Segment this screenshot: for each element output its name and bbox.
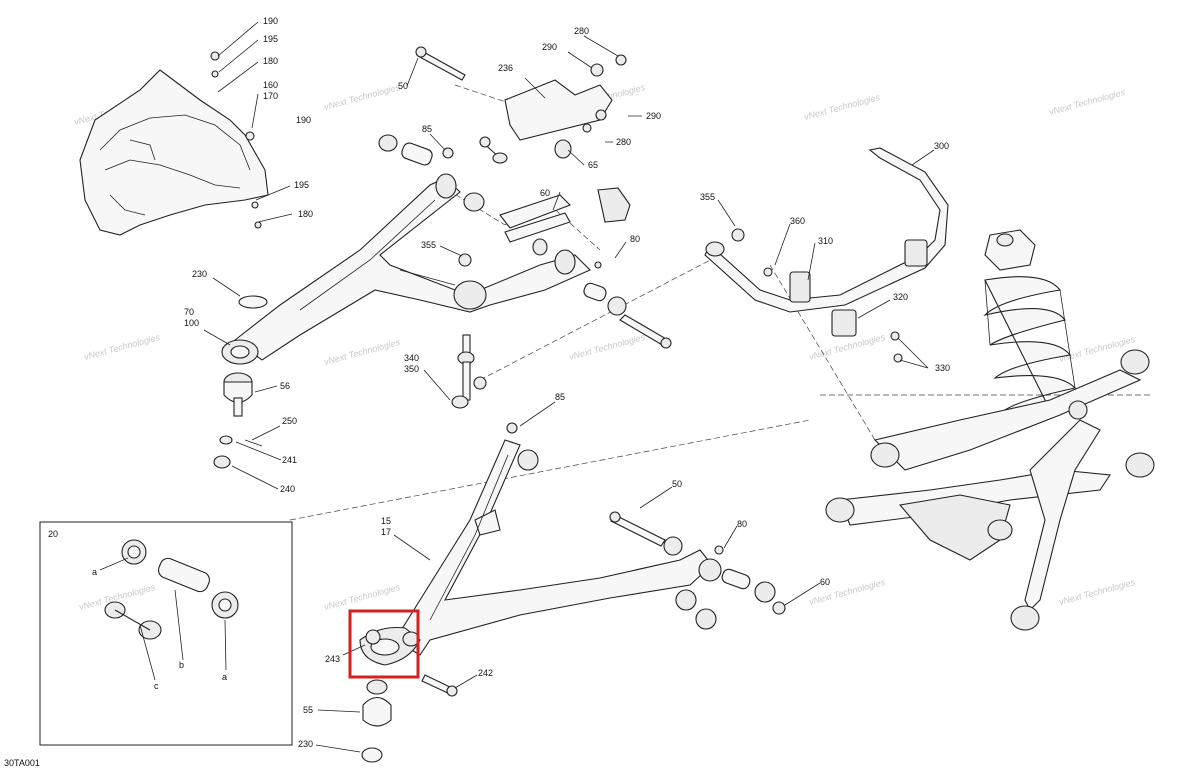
label-60: 60: [820, 577, 830, 587]
stabilizer-bar: [704, 147, 949, 363]
label-15: 15: [381, 516, 391, 526]
watermark: vNext Technologies: [323, 582, 402, 612]
part-numbers: 190 195 180 160 170 190 195 180 50 236 2…: [4, 16, 950, 768]
upper-hardware: [378, 46, 672, 349]
label-300: 300: [934, 141, 949, 151]
lower-hardware: [361, 422, 786, 763]
label-355: 355: [700, 192, 715, 202]
label-85: 85: [555, 392, 565, 402]
leader-lines: [99, 21, 935, 753]
watermark: vNext Technologies: [1048, 87, 1127, 117]
label-195: 195: [263, 34, 278, 44]
label-241: 241: [282, 455, 297, 465]
highlight-box: [348, 609, 420, 679]
skid-plate: [79, 51, 269, 236]
inset-label-c: c: [154, 681, 159, 691]
label-230: 230: [192, 269, 207, 279]
watermark: vNext Technologies: [803, 92, 882, 122]
label-85: 85: [422, 124, 432, 134]
upper-ball-joint: [213, 295, 268, 469]
watermark: vNext Technologies: [83, 332, 162, 362]
watermark: vNext Technologies: [323, 337, 402, 367]
suspension-assembly: [825, 349, 1155, 631]
inset-label-a: a: [92, 567, 97, 577]
diagram-code: 30TA001: [4, 758, 40, 768]
bushing-inset: [39, 521, 293, 746]
lower-a-arm: [359, 439, 722, 666]
label-280: 280: [616, 137, 631, 147]
label-17: 17: [381, 527, 391, 537]
label-50: 50: [398, 81, 408, 91]
label-170: 170: [263, 91, 278, 101]
label-190: 190: [296, 115, 311, 125]
inset-label-b: b: [179, 660, 184, 670]
label-320: 320: [893, 292, 908, 302]
label-250: 250: [282, 416, 297, 426]
inset-label-a: a: [222, 672, 227, 682]
watermark: vNext Technologies: [568, 332, 647, 362]
label-180: 180: [298, 209, 313, 219]
label-50: 50: [672, 479, 682, 489]
label-160: 160: [263, 80, 278, 90]
inset-label-20: 20: [48, 529, 58, 539]
label-243: 243: [325, 654, 340, 664]
label-190: 190: [263, 16, 278, 26]
label-80: 80: [630, 234, 640, 244]
upper-a-arm: [221, 173, 591, 365]
label-56: 56: [280, 381, 290, 391]
label-340: 340: [404, 353, 419, 363]
label-280: 280: [574, 26, 589, 36]
stabilizer-link: [451, 334, 487, 409]
label-55: 55: [303, 705, 313, 715]
watermark: vNext Technologies: [1058, 577, 1137, 607]
inset-frame: [39, 521, 293, 746]
label-80: 80: [737, 519, 747, 529]
watermark: vNext Technologies: [323, 82, 402, 112]
label-242: 242: [478, 668, 493, 678]
label-65: 65: [588, 160, 598, 170]
label-360: 360: [790, 216, 805, 226]
label-70: 70: [184, 307, 194, 317]
label-350: 350: [404, 364, 419, 374]
label-355: 355: [421, 240, 436, 250]
label-240: 240: [280, 484, 295, 494]
label-236: 236: [498, 63, 513, 73]
label-290: 290: [542, 42, 557, 52]
label-60: 60: [540, 188, 550, 198]
label-230: 230: [298, 739, 313, 749]
label-290: 290: [646, 111, 661, 121]
label-100: 100: [184, 318, 199, 328]
label-330: 330: [935, 363, 950, 373]
label-310: 310: [818, 236, 833, 246]
label-180: 180: [263, 56, 278, 66]
label-195: 195: [294, 180, 309, 190]
shock-absorber: [983, 229, 1077, 411]
